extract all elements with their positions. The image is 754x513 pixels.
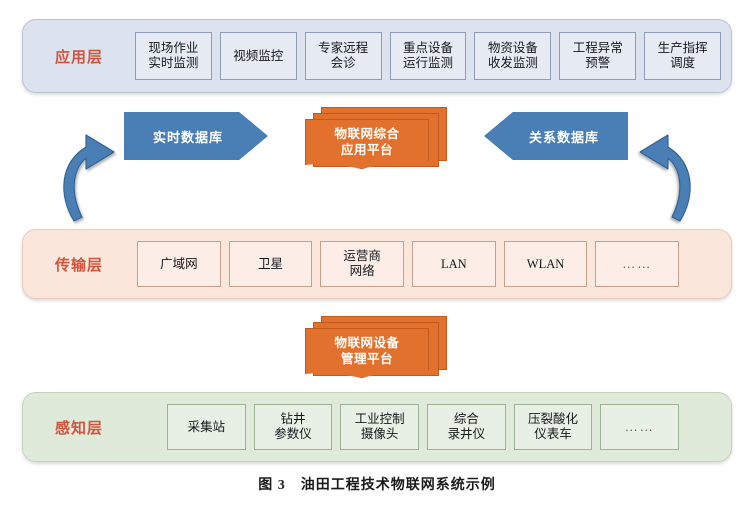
app-node[interactable]: 视频监控 [219, 32, 297, 80]
realtime-database-chevron[interactable]: 实时数据库 [124, 112, 268, 160]
layer-perception: 感知层 采集站 钻井 参数仪 工业控制 摄像头 综合 录井仪 压裂酸化 仪表车 … [22, 392, 732, 462]
transport-node[interactable]: 广域网 [137, 241, 221, 287]
iot-application-platform-label: 物联网综合 应用平台 [334, 127, 400, 157]
layer-perception-title: 感知层 [54, 420, 103, 437]
platform-card-front: 物联网综合 应用平台 [305, 119, 429, 169]
left-curved-arrow-icon [63, 134, 115, 222]
layer-application: 应用层 现场作业 实时监测 视频监控 专家远程 会诊 重点设备 运行监测 物资设… [22, 19, 732, 93]
relational-database-chevron[interactable]: 关系数据库 [484, 112, 628, 160]
perception-node[interactable]: 综合 录井仪 [427, 404, 506, 450]
app-node[interactable]: 重点设备 运行监测 [389, 32, 467, 80]
iot-device-management-platform-label: 物联网设备 管理平台 [334, 336, 400, 366]
transport-node-ellipsis[interactable]: …… [595, 241, 680, 287]
figure-caption: 图 3 油田工程技术物联网系统示例 [258, 478, 496, 493]
transport-node[interactable]: LAN [412, 241, 496, 287]
middle-band: 实时数据库 物联网综合 应用平台 关系数据库 [0, 93, 754, 229]
transport-node[interactable]: WLAN [503, 241, 588, 287]
app-node[interactable]: 物资设备 收发监测 [474, 32, 552, 80]
layer-transport-nodes: 广域网 卫星 运营商 网络 LAN WLAN …… [135, 241, 731, 287]
layer-application-nodes: 现场作业 实时监测 视频监控 专家远程 会诊 重点设备 运行监测 物资设备 收发… [135, 32, 731, 80]
app-node[interactable]: 专家远程 会诊 [304, 32, 382, 80]
perception-node[interactable]: 工业控制 摄像头 [340, 404, 420, 450]
app-node[interactable]: 生产指挥 调度 [644, 32, 722, 80]
iot-device-management-platform[interactable]: 物联网设备 管理平台 [305, 316, 447, 378]
perception-node[interactable]: 采集站 [167, 404, 246, 450]
layer-application-title: 应用层 [54, 49, 103, 66]
layer-perception-nodes: 采集站 钻井 参数仪 工业控制 摄像头 综合 录井仪 压裂酸化 仪表车 …… [135, 404, 731, 450]
realtime-database-label: 实时数据库 [152, 129, 223, 145]
perception-node-ellipsis[interactable]: …… [600, 404, 680, 450]
app-node[interactable]: 工程异常 预警 [559, 32, 637, 80]
iot-application-platform[interactable]: 物联网综合 应用平台 [305, 107, 447, 169]
perception-node[interactable]: 钻井 参数仪 [253, 404, 333, 450]
layer-transport: 传输层 广域网 卫星 运营商 网络 LAN WLAN …… [22, 229, 732, 299]
transport-node[interactable]: 卫星 [228, 241, 313, 287]
right-curved-arrow-icon [639, 134, 691, 222]
app-node[interactable]: 现场作业 实时监测 [135, 32, 212, 80]
relational-database-label: 关系数据库 [528, 129, 599, 145]
perception-node[interactable]: 压裂酸化 仪表车 [513, 404, 593, 450]
transport-node[interactable]: 运营商 网络 [320, 241, 405, 287]
layer-transport-title: 传输层 [54, 257, 103, 274]
